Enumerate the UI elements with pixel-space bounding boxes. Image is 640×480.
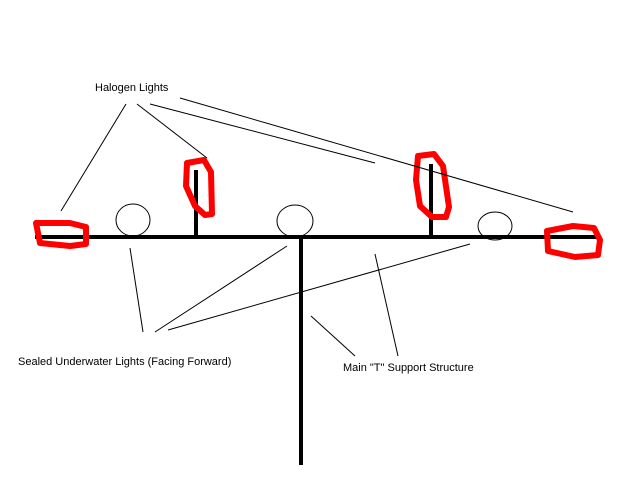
sealed-light-left bbox=[115, 203, 151, 237]
main-t-support-structure bbox=[35, 164, 598, 465]
sealed-underwater-lights bbox=[115, 203, 513, 241]
halogen-marker-left-mast bbox=[183, 157, 215, 218]
main-support-leader-1 bbox=[310, 315, 356, 357]
sealed-leader-3 bbox=[167, 243, 471, 331]
halogen-marker-far-right bbox=[544, 223, 603, 260]
halogen-lights-label: Halogen Lights bbox=[95, 82, 169, 94]
sealed-light-center bbox=[276, 204, 314, 238]
halogen-marker-right-mast bbox=[413, 151, 452, 220]
leader-lines bbox=[60, 97, 574, 357]
sealed-light-right bbox=[477, 211, 513, 241]
sealed-underwater-lights-label: Sealed Underwater Lights (Facing Forward… bbox=[18, 356, 232, 368]
main-t-support-structure-label: Main "T" Support Structure bbox=[343, 362, 474, 374]
halogen-light-markers bbox=[33, 151, 603, 260]
halogen-leader-4 bbox=[179, 97, 574, 213]
sealed-leader-1 bbox=[129, 247, 144, 333]
sealed-leader-2 bbox=[154, 245, 288, 333]
halogen-leader-2 bbox=[136, 103, 208, 159]
main-support-leader-2 bbox=[374, 253, 399, 357]
halogen-leader-3 bbox=[149, 103, 376, 164]
halogen-marker-far-left bbox=[33, 220, 89, 249]
halogen-leader-1 bbox=[60, 103, 127, 212]
